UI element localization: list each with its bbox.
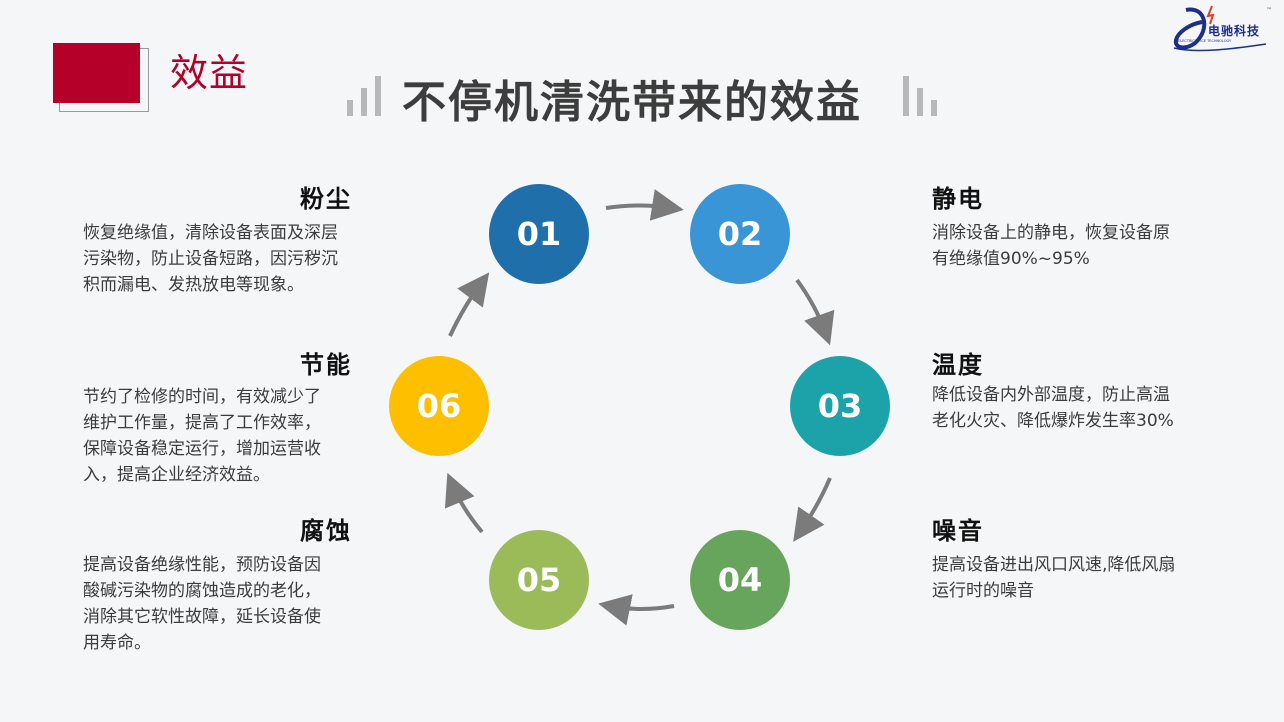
- arrow-04-05-icon: [598, 594, 675, 626]
- step-circle-03: 03: [790, 356, 890, 456]
- company-logo-icon: ™ ELECTRICAL ICE TECHNOLOGY: [1173, 5, 1272, 52]
- arrow-05-06-icon: [444, 472, 484, 534]
- svg-text:™: ™: [1266, 7, 1272, 14]
- step-desc-03: 降低设备内外部温度，防止高温 老化火灾、降低爆炸发生率30%: [932, 385, 1174, 431]
- badge-title: 效益: [170, 51, 249, 95]
- step-title-03: 温度: [932, 351, 984, 379]
- step-title-06: 节能: [300, 351, 352, 379]
- step-desc-06: 节约了检修的时间，有效减少了 维护工作量，提高了工作效率， 保障设备稳定运行，增…: [83, 387, 321, 485]
- step-circle-01: 01: [489, 184, 589, 284]
- step-title-05: 腐蚀: [300, 517, 352, 545]
- step-desc-01: 恢复绝缘值，清除设备表面及深层 污染物，防止设备短路，因污秽沉 积而漏电、发热放…: [83, 223, 338, 295]
- step-desc-04: 提高设备进出风口风速,降低风扇 运行时的噪音: [932, 555, 1176, 601]
- arrow-06-01-icon: [448, 272, 490, 337]
- main-title: 不停机清洗带来的效益: [402, 77, 862, 128]
- arrow-01-02-icon: [605, 189, 684, 221]
- step-circle-05: 05: [489, 530, 589, 630]
- badge-block: [53, 43, 140, 103]
- step-circle-06: 06: [389, 356, 489, 456]
- step-title-04: 噪音: [932, 517, 984, 545]
- step-desc-02: 消除设备上的静电，恢复设备原 有绝缘值90%~95%: [932, 223, 1170, 269]
- step-circle-02: 02: [690, 184, 790, 284]
- arrow-03-04-icon: [793, 477, 832, 542]
- arrow-02-03-icon: [795, 278, 835, 346]
- step-desc-05: 提高设备绝缘性能，预防设备因 酸碱污染物的腐蚀造成的老化， 消除其它软性故障，延…: [83, 555, 321, 653]
- logo-text: 电驰科技: [1208, 24, 1261, 38]
- svg-text:ELECTRICAL ICE TECHNOLOGY: ELECTRICAL ICE TECHNOLOGY: [1178, 39, 1232, 43]
- step-title-02: 静电: [932, 185, 984, 213]
- step-circle-04: 04: [690, 530, 790, 630]
- step-title-01: 粉尘: [300, 185, 352, 213]
